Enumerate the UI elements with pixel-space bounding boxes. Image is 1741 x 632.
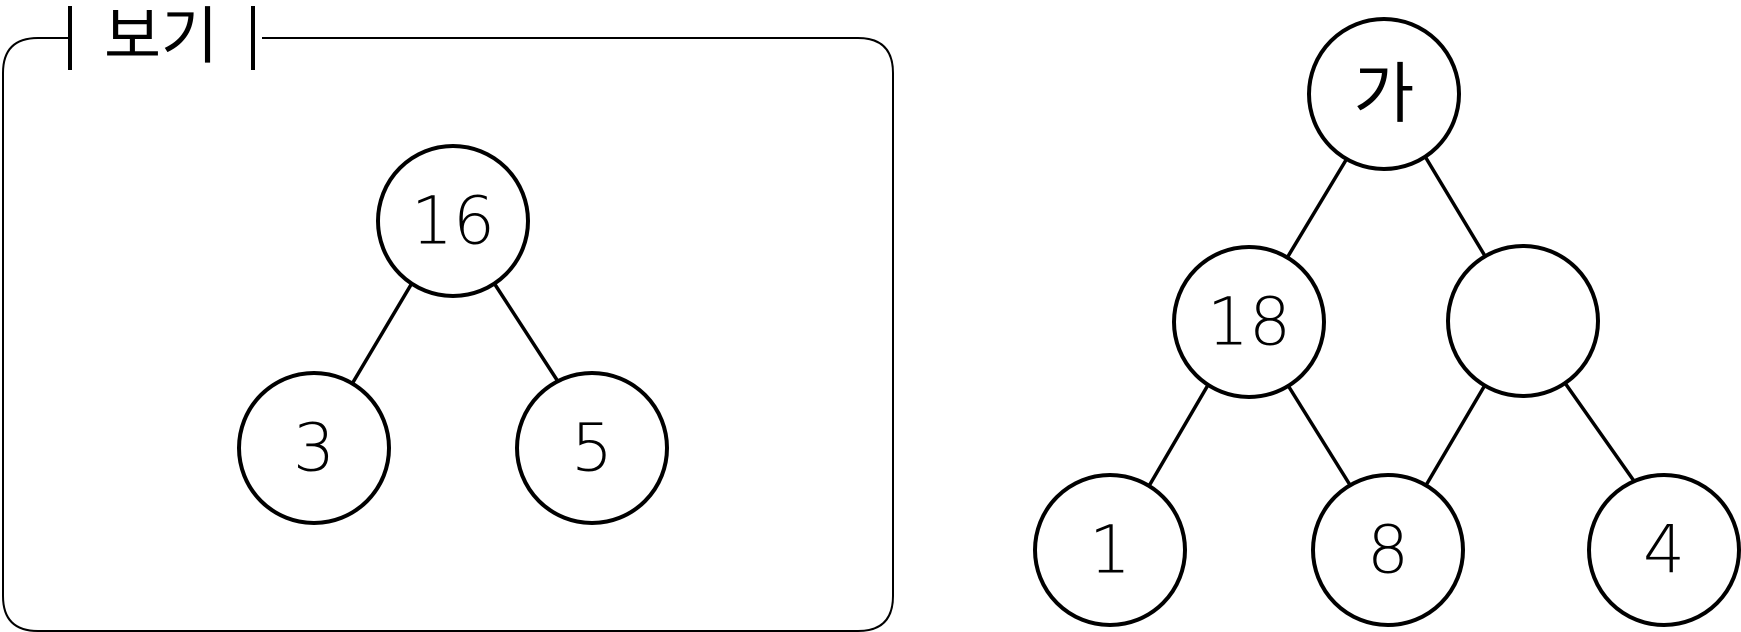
problem-node-leaf3: 4 bbox=[1587, 473, 1741, 627]
problem-edge-right-leaf2 bbox=[1423, 384, 1487, 488]
problem-node-leaf1: 1 bbox=[1033, 473, 1187, 627]
problem-tree: 가 18 1 8 4 bbox=[1033, 17, 1741, 627]
problem-node-leaf2-label: 8 bbox=[1367, 512, 1409, 589]
example-edge-root-left bbox=[350, 282, 414, 385]
example-node-root-label: 16 bbox=[411, 183, 495, 260]
problem-node-right bbox=[1446, 244, 1600, 398]
problem-edge-left-leaf1 bbox=[1147, 384, 1210, 487]
example-node-left: 3 bbox=[237, 371, 391, 525]
example-node-right: 5 bbox=[515, 371, 669, 525]
problem-node-root-label: 가 bbox=[1354, 56, 1415, 133]
example-node-root: 16 bbox=[376, 144, 530, 298]
example-box-frame bbox=[2, 37, 894, 632]
example-edge-root-right bbox=[492, 282, 559, 381]
problem-node-root: 가 bbox=[1307, 17, 1461, 171]
problem-node-left-label: 18 bbox=[1207, 284, 1291, 361]
example-box-title: 보기 bbox=[104, 0, 218, 73]
problem-edge-left-leaf2 bbox=[1287, 386, 1352, 486]
problem-node-leaf1-label: 1 bbox=[1089, 512, 1131, 589]
example-node-left-label: 3 bbox=[293, 410, 335, 487]
problem-node-leaf2: 8 bbox=[1311, 473, 1465, 627]
example-node-right-label: 5 bbox=[571, 410, 613, 487]
problem-edge-right-leaf3 bbox=[1563, 381, 1636, 483]
problem-edge-root-right bbox=[1424, 157, 1487, 257]
problem-edge-root-left bbox=[1285, 159, 1348, 259]
problem-node-left: 18 bbox=[1172, 245, 1326, 399]
problem-node-leaf3-label: 4 bbox=[1643, 512, 1685, 589]
example-box: 보기 16 3 5 bbox=[2, 0, 894, 632]
